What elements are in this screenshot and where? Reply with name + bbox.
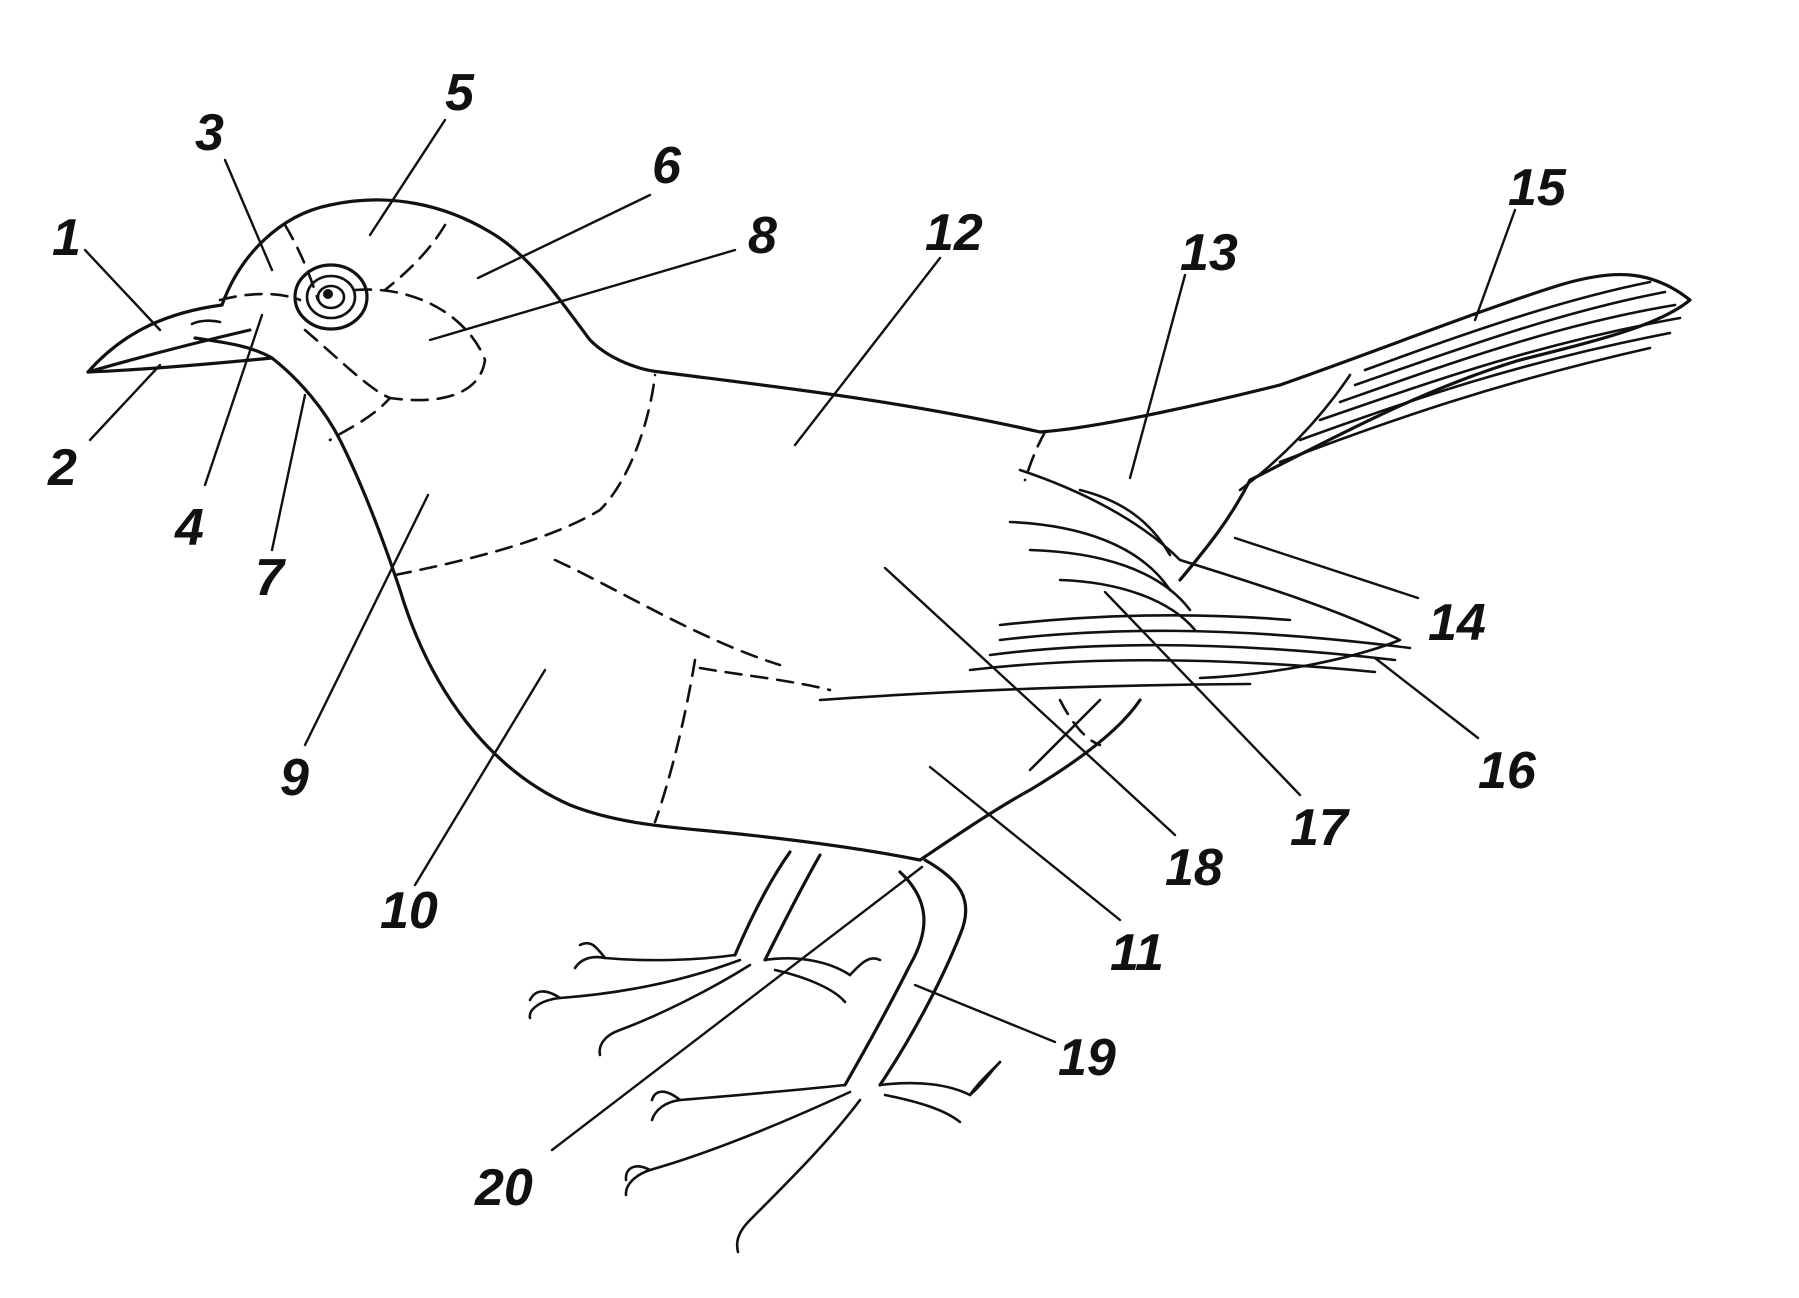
claw-2 — [528, 990, 562, 1002]
leader-16 — [1373, 656, 1480, 740]
leader-19 — [913, 983, 1057, 1044]
eye — [293, 263, 369, 331]
leader-8 — [428, 248, 737, 342]
leader-12 — [793, 256, 942, 447]
label-14: 14 — [1428, 594, 1486, 652]
back-foot-toes — [528, 953, 852, 1057]
wing-arc-3 — [1058, 578, 1197, 632]
front-leg-tarsus — [843, 858, 968, 1087]
leader-7 — [270, 393, 307, 552]
leader-4 — [203, 313, 264, 487]
wing-covert-line-2 — [698, 666, 832, 692]
wing-primary-5 — [818, 682, 1252, 702]
leader-3 — [223, 158, 274, 272]
tail-feather-1 — [1363, 280, 1652, 372]
leader-11 — [928, 765, 1122, 922]
leader-9 — [303, 493, 430, 747]
vent-boundary — [1058, 698, 1102, 747]
bird-outline — [86, 198, 1692, 862]
label-15: 15 — [1508, 159, 1567, 217]
leader-13 — [1128, 273, 1187, 480]
label-6: 6 — [652, 137, 682, 195]
lore-boundary — [218, 292, 302, 302]
leader-20 — [550, 865, 924, 1152]
leader-5 — [368, 118, 447, 237]
label-4: 4 — [174, 499, 204, 557]
wing-arc-4 — [1078, 488, 1172, 557]
legs — [528, 850, 1002, 1254]
wing-arc-1 — [1008, 520, 1172, 592]
label-13: 13 — [1180, 224, 1238, 282]
label-9: 9 — [280, 749, 309, 807]
throat-boundary — [303, 328, 393, 442]
label-10: 10 — [380, 882, 438, 940]
label-1: 1 — [52, 209, 81, 267]
wing-lower-edge — [1028, 698, 1102, 772]
front-contour — [270, 356, 722, 834]
crown-boundary — [283, 223, 320, 302]
part-labels: 1 2 3 4 5 6 7 8 9 10 11 12 13 14 15 16 1… — [47, 64, 1567, 1217]
wing-primary-2 — [998, 629, 1412, 650]
tail-feather-2 — [1353, 290, 1667, 387]
region-boundaries — [218, 223, 1102, 824]
claw-1 — [578, 941, 607, 960]
claw-4 — [650, 1090, 682, 1102]
tail-edge — [1238, 373, 1352, 492]
claw-3 — [848, 957, 882, 977]
eye-pupil — [323, 289, 333, 299]
eye-iris — [305, 274, 357, 320]
label-2: 2 — [47, 439, 77, 497]
label-20: 20 — [474, 1159, 533, 1217]
label-11: 11 — [1110, 924, 1164, 982]
tail-feather-5 — [1298, 331, 1672, 442]
label-8: 8 — [748, 207, 777, 265]
wing-primary-4 — [968, 658, 1377, 674]
rump-boundary — [1023, 430, 1047, 482]
label-7: 7 — [255, 549, 286, 607]
leader-1 — [83, 248, 162, 332]
tail-feather-4 — [1318, 316, 1682, 422]
wing-arc-2 — [1028, 548, 1192, 612]
label-12: 12 — [925, 204, 983, 262]
label-17: 17 — [1290, 799, 1350, 857]
leader-14 — [1233, 536, 1420, 600]
label-5: 5 — [445, 64, 475, 122]
label-3: 3 — [195, 104, 224, 162]
flank-boundary — [653, 658, 697, 824]
leader-10 — [413, 668, 547, 887]
ear-boundary — [353, 288, 487, 402]
label-18: 18 — [1165, 839, 1223, 897]
leader-2 — [88, 363, 162, 442]
lower-beak — [86, 336, 274, 374]
nostril — [190, 319, 222, 326]
leader-18 — [883, 566, 1177, 837]
wing-covert-line-1 — [553, 558, 782, 667]
leader-6 — [476, 193, 652, 280]
wing-primary-6 — [998, 614, 1292, 627]
leader-lines — [83, 118, 1517, 1152]
under-contour — [718, 698, 1142, 862]
label-19: 19 — [1058, 1029, 1116, 1087]
claw-6 — [968, 1060, 1002, 1097]
tail-feather-6 — [1278, 346, 1652, 464]
leader-15 — [1473, 208, 1517, 322]
tail-outline — [1178, 272, 1692, 582]
nape-boundary — [383, 223, 447, 292]
back-contour — [220, 198, 1282, 434]
breast-boundary — [393, 373, 657, 577]
eye-pupil-ring — [316, 284, 346, 310]
back-leg-tarsus — [733, 850, 822, 962]
tail-feather-3 — [1338, 303, 1677, 404]
eye-ring — [293, 263, 369, 331]
wing-primary-3 — [988, 643, 1397, 662]
label-16: 16 — [1478, 742, 1537, 800]
front-foot-toes — [624, 1060, 1002, 1254]
claw-5 — [624, 1165, 652, 1182]
leader-17 — [1103, 590, 1302, 797]
